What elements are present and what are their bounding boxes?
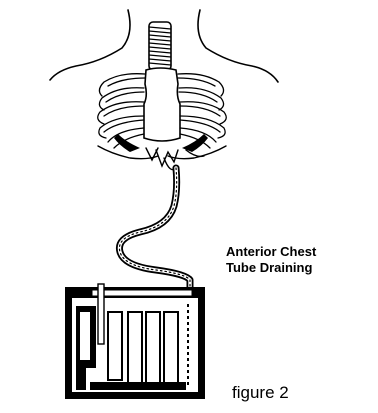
- sternum: [144, 68, 180, 141]
- drainage-unit: [66, 284, 204, 398]
- figure-label: figure 2: [232, 383, 289, 403]
- diaphragm: [98, 146, 226, 170]
- ribs-left: [98, 74, 145, 148]
- drain-caption: Anterior Chest Tube Draining: [226, 244, 374, 276]
- drain-tube: [119, 168, 190, 298]
- caption-line-2: Tube Draining: [226, 260, 374, 276]
- trachea: [149, 22, 171, 70]
- caption-line-1: Anterior Chest: [226, 244, 374, 260]
